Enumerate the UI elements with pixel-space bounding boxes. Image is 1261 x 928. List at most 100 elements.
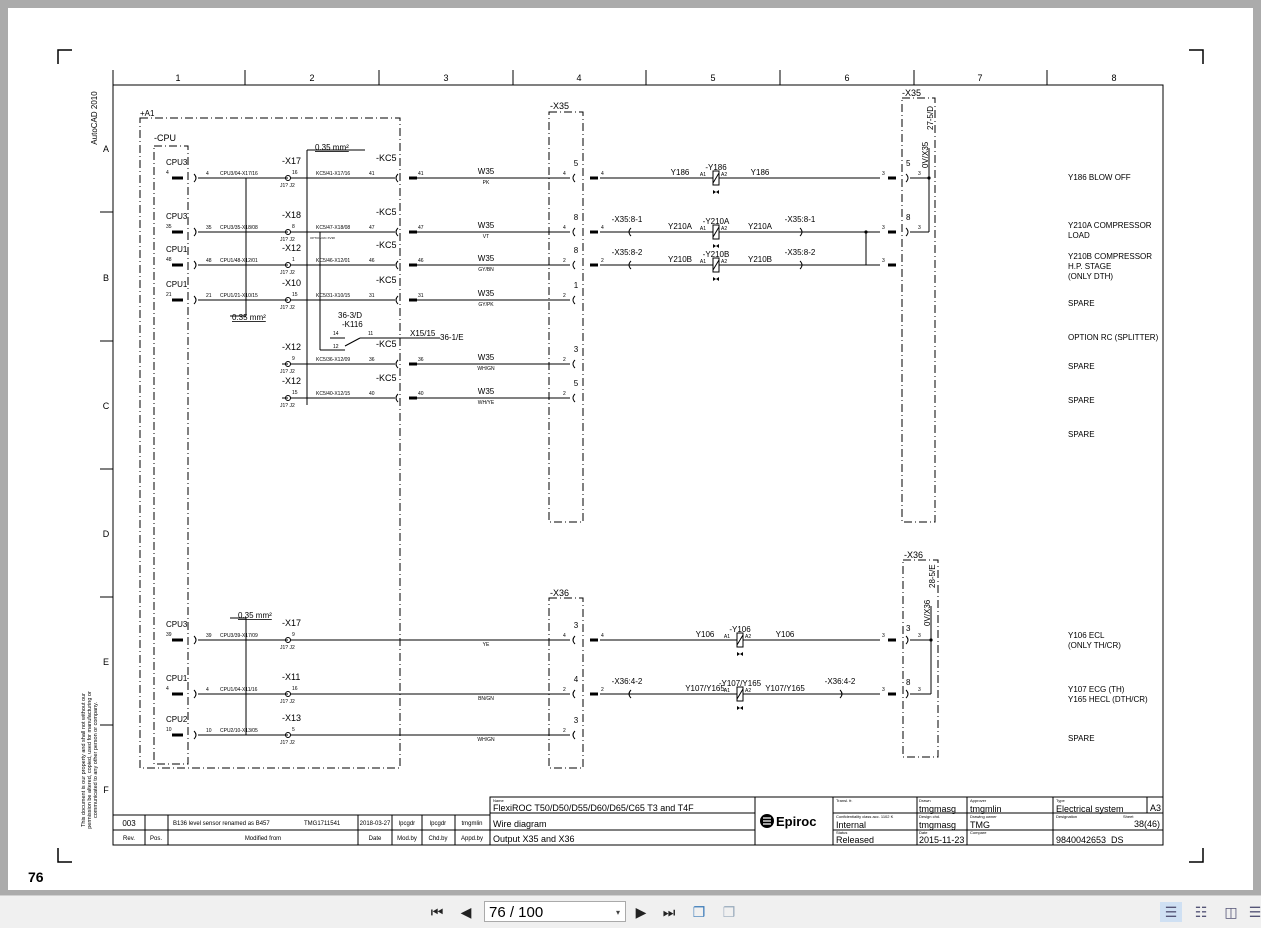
solenoid-slash [712, 259, 720, 271]
jumper-label: J1? J2 [280, 305, 295, 311]
continuous-view-icon[interactable]: ☷ [1194, 903, 1208, 920]
load-wire-label: Y107/Y165 [685, 684, 725, 693]
type-caption: Type [1056, 798, 1065, 803]
compare-caption: Compare [970, 830, 987, 835]
wire-number: 4 [206, 171, 209, 177]
kc5-label: -KC5 [376, 373, 397, 383]
date-caption: Date [919, 830, 928, 835]
jumper-label: J1? J2 [280, 183, 295, 189]
coil-pin-a1: A1 [700, 259, 706, 265]
approver-caption: Approver [970, 798, 987, 803]
circuit-description: SPARE [1068, 734, 1095, 743]
load-label: -Y210A [703, 217, 730, 226]
connector-plug-icon [905, 635, 909, 645]
column-number: 6 [844, 73, 849, 83]
paper-format: A3 [1150, 803, 1161, 813]
connector-wire-pin: 2 [563, 293, 566, 299]
terminal-pin: 16 [292, 686, 298, 692]
cpu-pin: 10 [166, 727, 172, 733]
x35-right-connector [901, 97, 936, 523]
wire-id: CPU1/48-X12/01 [220, 258, 258, 264]
circuit-description: SPARE [1068, 362, 1095, 371]
fit-width-icon[interactable]: ❐ [722, 903, 736, 920]
wire-color: WH/GN [477, 737, 495, 743]
page-number-label: 76 [28, 869, 44, 885]
kc5-wire-id: KC5/47-X18/08 [316, 225, 350, 231]
disclaimer-text: communicated to any other person or comp… [93, 701, 99, 818]
kc5-wire-id: KC5/46-X12/01 [316, 258, 350, 264]
cpu-pin: 4 [166, 686, 169, 692]
load-wire-pin: 2 [601, 687, 604, 693]
next-page-icon[interactable]: ▶ [635, 903, 647, 920]
title-block [489, 796, 1164, 846]
fit-page-icon[interactable]: ❐ [692, 903, 706, 920]
terminal-pin: 15 [292, 292, 298, 298]
option-note: OPTION RC XV38 [310, 236, 335, 240]
coil-pin-a1: A1 [700, 226, 706, 232]
plug-icon [628, 260, 632, 270]
junction-dot [927, 176, 931, 180]
circuit-description: H.P. STAGE [1068, 262, 1111, 271]
kc5-wire-id: KC5/31-X10/15 [316, 293, 350, 299]
kc5-socket-icon [395, 393, 399, 403]
connector-pin: 5 [574, 159, 579, 168]
relay-pin: 14 [333, 331, 339, 337]
load-wire-pin: 2 [601, 258, 604, 264]
kc5-pin: 31 [369, 293, 375, 299]
pos-header: Pos. [150, 836, 162, 842]
kc5-wire-id: KC5/41-X17/16 [316, 171, 350, 177]
load-wire-pin: 4 [601, 171, 604, 177]
connector-pin: 3 [574, 345, 579, 354]
terminal-label: -X18 [282, 210, 301, 220]
connector-wire-pin: 2 [563, 258, 566, 264]
status-caption: Status [836, 830, 847, 835]
coil-pin-a2: A2 [721, 226, 727, 232]
socket-icon [193, 295, 197, 305]
cpu-module-label: CPU3 [166, 158, 188, 167]
last-page-icon[interactable]: ⏭ [662, 903, 676, 920]
terminal-pin: 1 [292, 257, 295, 263]
dropdown-arrow-icon[interactable]: ▾ [615, 908, 620, 917]
coil-pin-a2: A2 [721, 259, 727, 265]
single-page-view-icon[interactable]: ☰ [1160, 902, 1182, 922]
wire-color: WH/YE [478, 400, 495, 406]
x36-right-connector [902, 559, 939, 758]
plug-icon [839, 689, 843, 699]
load-wire-pin: 4 [601, 225, 604, 231]
coil-pin-a2: A2 [745, 688, 751, 694]
cable-core: 40 [418, 391, 424, 397]
connector-socket-icon [572, 260, 576, 270]
cpu-module-label: CPU1 [166, 245, 188, 254]
circuit-description: Y106 ECL [1068, 631, 1105, 640]
relay-name: -K116 [342, 320, 363, 329]
connector-pin: 8 [906, 213, 911, 222]
jumper-label: J1? J2 [280, 699, 295, 705]
kc5-pin: 41 [369, 171, 375, 177]
facing-view-icon[interactable]: ◫ [1224, 903, 1238, 920]
cable-label: W35 [478, 167, 495, 176]
cpu-module-label: CPU3 [166, 620, 188, 629]
coil-pin-a1: A1 [724, 688, 730, 694]
connector-wire-pin: 4 [563, 171, 566, 177]
socket-icon [193, 260, 197, 270]
connector-pin: 5 [574, 379, 579, 388]
relay-xref-page: 36-1/E [440, 333, 464, 342]
corner-mark [1189, 848, 1204, 863]
rev-date: 2018-03-27 [360, 821, 391, 827]
load-wire-label: Y106 [776, 630, 795, 639]
kc5-label: -KC5 [376, 275, 397, 285]
wire-id: CPU1/04-X11/16 [220, 687, 258, 693]
continuous-facing-view-icon[interactable]: ☰ [1248, 903, 1261, 920]
confidentiality-caption: Confidentiality class acc. 1102 K [836, 814, 894, 819]
rev-mod-by: lpcgdr [399, 821, 415, 827]
connector-wire-pin: 2 [563, 687, 566, 693]
circuit-description: Y165 HECL (DTH/CR) [1068, 695, 1148, 704]
corner-mark [57, 49, 72, 64]
first-page-icon[interactable]: ⏮ [430, 903, 444, 920]
terminal-label: -X11 [282, 672, 300, 682]
prev-page-icon[interactable]: ◀ [460, 903, 472, 920]
wire-number: 48 [206, 258, 212, 264]
solenoid-slash [712, 172, 720, 184]
page-selector[interactable]: 76 / 100▾ [484, 901, 626, 922]
x36-label: -X36 [550, 588, 569, 598]
